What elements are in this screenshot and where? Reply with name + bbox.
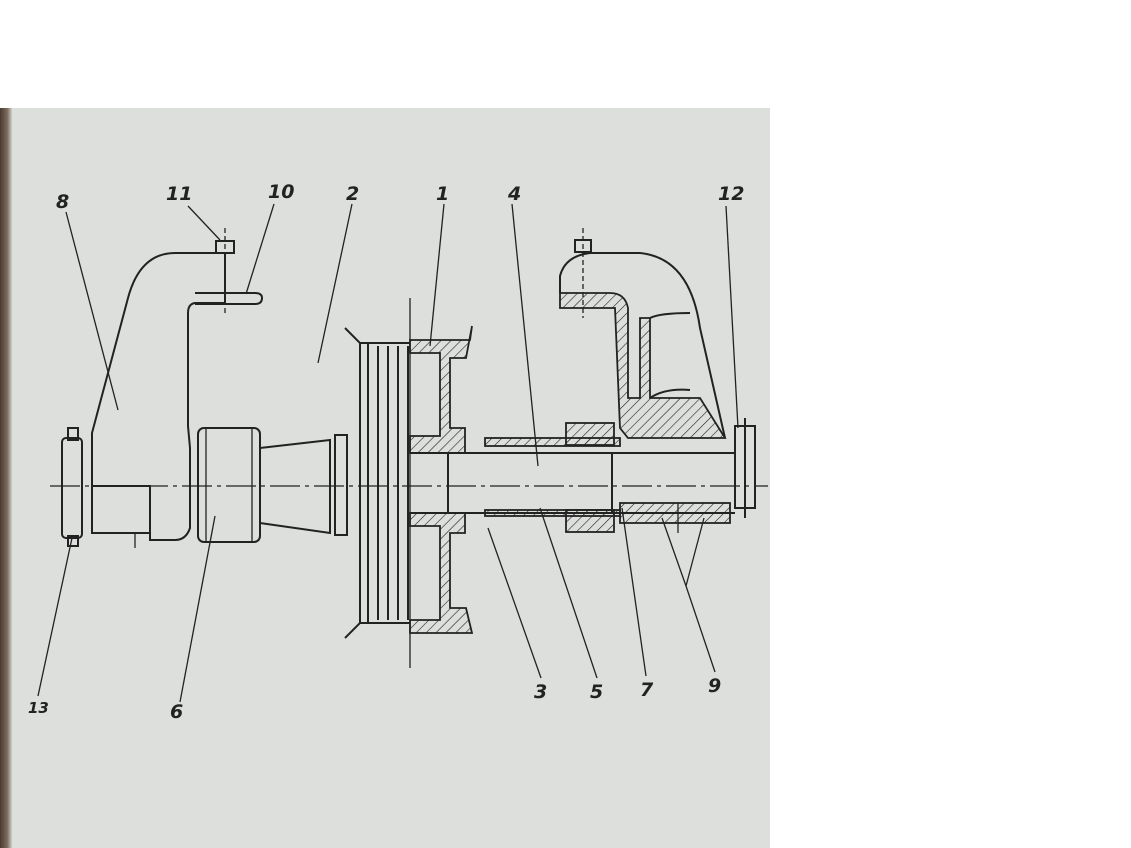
right-bracket [559,228,756,533]
label-12: 12 [718,183,744,205]
label-7: 7 [640,679,654,701]
book-binding-edge [0,108,12,848]
drawing-photo: 1 2 3 4 5 6 7 8 9 10 11 12 13 [0,108,770,848]
label-5: 5 [590,681,603,703]
label-1: 1 [436,183,449,205]
label-2: 2 [346,183,359,205]
end-cap [61,437,83,539]
leader-lines [37,203,739,703]
collar-top [565,422,615,446]
label-4: 4 [507,183,521,205]
flange [409,325,474,634]
label-3: 3 [534,681,547,703]
hub [197,427,261,543]
left-bracket [91,228,264,548]
part-labels: 1 2 3 4 5 6 7 8 9 10 11 12 13 [28,181,744,723]
label-9: 9 [708,675,721,697]
label-11: 11 [166,183,192,205]
label-13: 13 [28,699,49,717]
mechanical-section-drawing: 1 2 3 4 5 6 7 8 9 10 11 12 13 [28,181,768,723]
label-6: 6 [170,701,183,723]
label-10: 10 [268,181,294,203]
pulley [334,298,411,668]
collar-bottom [565,509,615,533]
label-8: 8 [56,191,69,213]
